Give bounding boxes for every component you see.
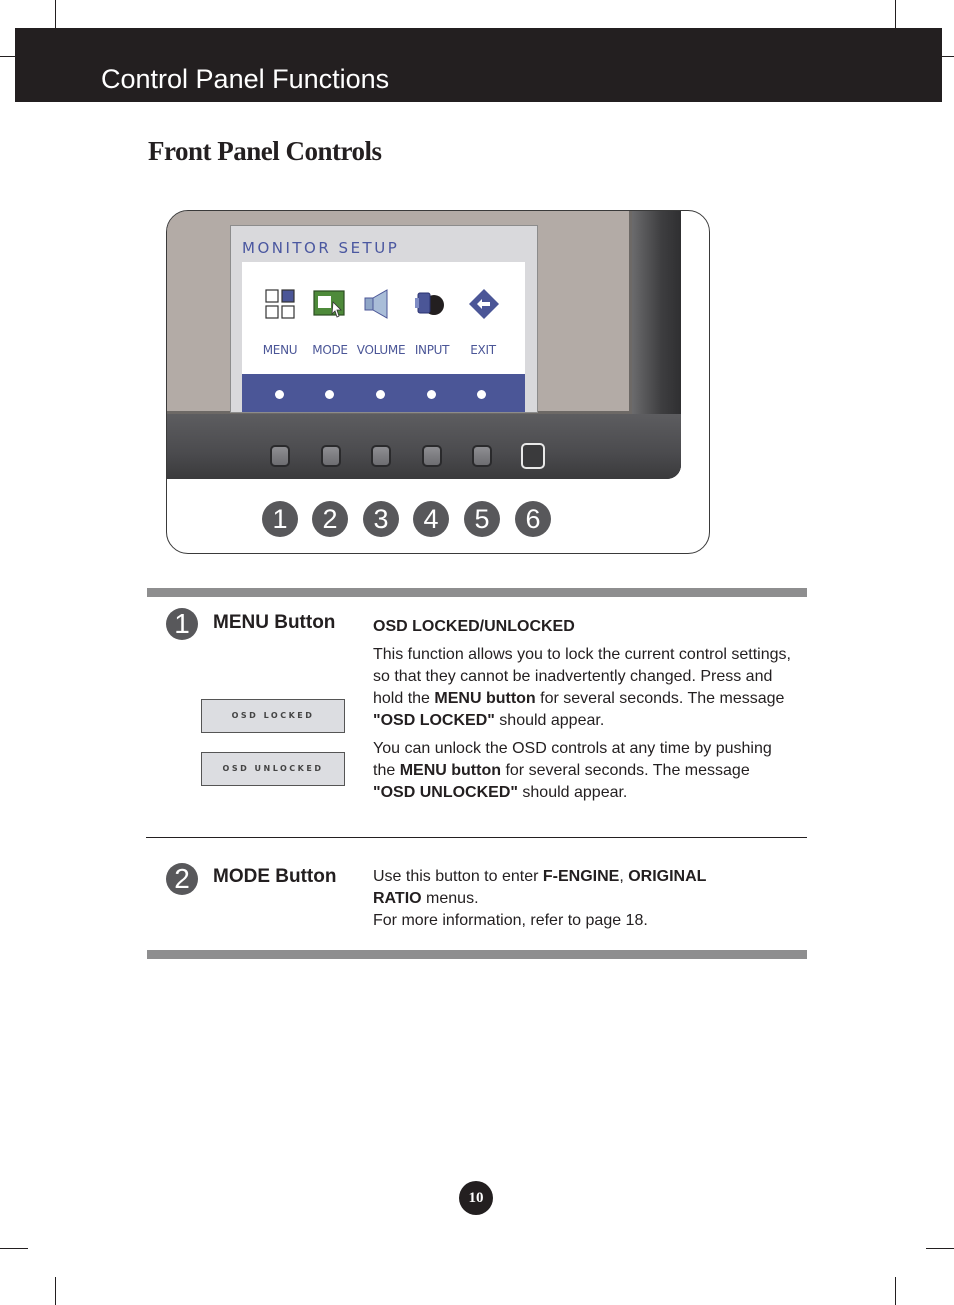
section-divider-top (147, 588, 807, 597)
mode-paragraph: Use this button to enter F-ENGINE, ORIGI… (373, 866, 753, 910)
osd-indicator-dot (275, 390, 284, 399)
mode-button-marker: 2 (166, 863, 198, 895)
osd-unlocked-message: OSD UNLOCKED (201, 752, 345, 786)
text-run-bold: MENU button (434, 690, 536, 707)
osd-indicator-bar (242, 374, 525, 412)
menu-button-title: MENU Button (213, 612, 336, 633)
crop-mark (0, 1248, 28, 1249)
osd-locked-message: OSD LOCKED (201, 699, 345, 733)
menu-grid-icon (265, 289, 295, 319)
text-run: for several seconds. The message (535, 690, 785, 707)
text-run: This function allows you to lock the cur… (373, 646, 791, 707)
crop-mark (895, 1277, 896, 1305)
crop-mark (926, 1248, 954, 1249)
text-run: menus. (421, 890, 479, 907)
hardware-button-1 (270, 445, 290, 467)
osd-indicator-dot (477, 390, 486, 399)
button-number-3: 3 (363, 501, 399, 537)
text-run-bold: ORIGINAL RATIO (373, 868, 707, 907)
osd-icon-panel: MENU MODE VOLUME INPUT EXIT (242, 262, 525, 374)
crop-mark (55, 0, 56, 28)
page-header-title: Control Panel Functions (101, 64, 390, 94)
osd-title: MONITOR SETUP (242, 239, 400, 257)
text-run-bold: MENU button (399, 762, 501, 779)
osd-label-menu: MENU (262, 343, 298, 357)
text-run-bold: "OSD UNLOCKED" (373, 784, 518, 801)
hardware-button-2 (321, 445, 341, 467)
osd-indicator-dot (325, 390, 334, 399)
osd-lock-paragraph: This function allows you to lock the cur… (373, 644, 793, 732)
button-number-4: 4 (413, 501, 449, 537)
mode-picture-icon (313, 290, 345, 318)
text-run: You can unlock the OSD controls at any t… (373, 740, 772, 779)
menu-button-description: OSD LOCKED/UNLOCKED This function allows… (373, 616, 793, 804)
text-run-bold: "OSD LOCKED" (373, 712, 495, 729)
menu-button-marker: 1 (166, 608, 198, 640)
text-run: Use this button to enter (373, 868, 543, 885)
osd-label-mode: MODE (312, 343, 348, 357)
monitor-front-panel-figure: MONITOR SETUP (166, 210, 710, 554)
crop-mark (0, 56, 28, 57)
hardware-button-3 (371, 445, 391, 467)
section-divider-middle (146, 837, 807, 838)
page-number: 10 (459, 1181, 493, 1215)
text-run: , (619, 868, 629, 885)
button-number-5: 5 (464, 501, 500, 537)
crop-mark (55, 1277, 56, 1305)
text-run-bold: F-ENGINE (542, 868, 620, 885)
osd-label-volume: VOLUME (356, 343, 406, 357)
input-connector-icon (415, 292, 444, 315)
button-number-6: 6 (515, 501, 551, 537)
power-button (521, 443, 545, 469)
osd-lock-heading: OSD LOCKED/UNLOCKED (373, 618, 575, 635)
exit-arrow-icon (469, 289, 499, 319)
volume-speaker-icon (364, 289, 388, 319)
osd-indicator-dot (376, 390, 385, 399)
text-run: should appear. (494, 712, 605, 729)
mode-button-title: MODE Button (213, 866, 337, 887)
hardware-button-4 (422, 445, 442, 467)
osd-menu: MONITOR SETUP (230, 225, 538, 413)
mode-button-description: Use this button to enter F-ENGINE, ORIGI… (373, 866, 753, 932)
section-divider-bottom (147, 950, 807, 959)
hardware-button-5 (472, 445, 492, 467)
osd-label-input: INPUT (414, 343, 450, 357)
text-run: should appear. (517, 784, 628, 801)
osd-unlock-paragraph: You can unlock the OSD controls at any t… (373, 738, 793, 804)
osd-label-exit: EXIT (470, 343, 496, 357)
mode-reference-line: For more information, refer to page 18. (373, 912, 648, 929)
button-number-1: 1 (262, 501, 298, 537)
section-title: Front Panel Controls (148, 136, 382, 166)
osd-indicator-dot (427, 390, 436, 399)
crop-mark (895, 0, 896, 28)
text-run: for several seconds. The message (501, 762, 750, 779)
header-bar: Control Panel Functions (15, 28, 942, 102)
button-number-2: 2 (312, 501, 348, 537)
